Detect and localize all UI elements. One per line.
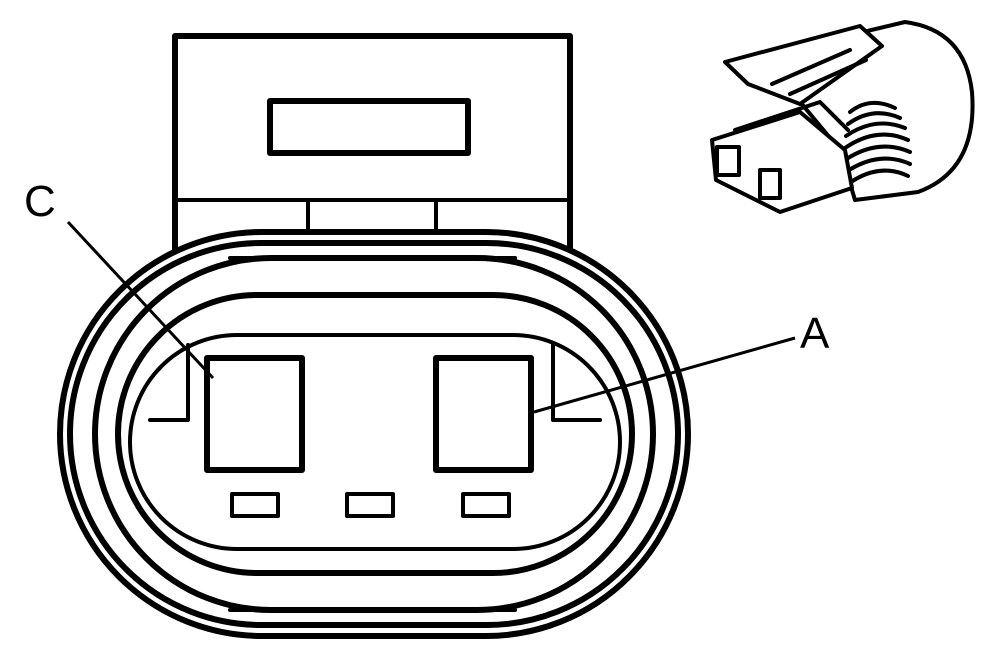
leader-line-c	[66, 220, 215, 380]
terminal-cavity-c	[204, 355, 305, 473]
tab-window	[267, 98, 471, 156]
keying-features	[148, 343, 602, 422]
connector-isometric-inset	[710, 20, 975, 214]
bottom-slots	[230, 492, 511, 518]
leader-line-a	[533, 336, 796, 414]
label-terminal-a: A	[800, 309, 830, 358]
connector-body	[57, 229, 691, 639]
label-terminal-c: C	[24, 177, 56, 226]
terminal-cavity-a	[433, 355, 534, 473]
